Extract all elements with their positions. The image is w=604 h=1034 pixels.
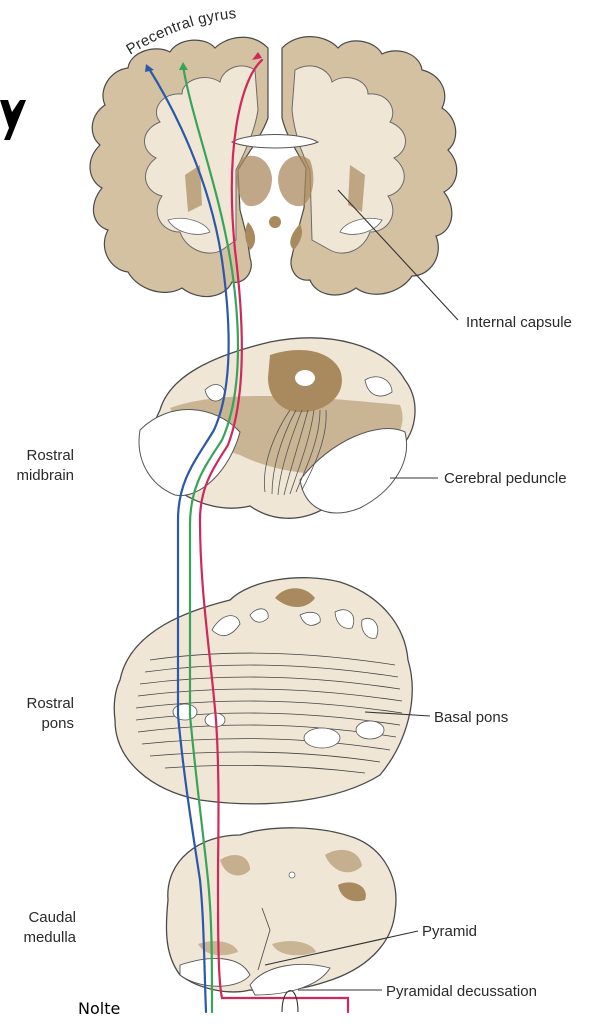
- midbrain-fiber-fan: [264, 409, 327, 496]
- mammillary-body: [269, 216, 281, 228]
- rostral-midbrain-section: [138, 337, 416, 519]
- tract-green: [181, 64, 240, 1014]
- pons-outline: [113, 577, 413, 805]
- pons-tegmentum: [275, 588, 315, 608]
- blue-arrowhead: [145, 64, 154, 72]
- tract-red: [198, 58, 350, 1014]
- left-insula-shadow: [167, 217, 211, 235]
- right-thalamus: [278, 155, 314, 207]
- midbrain-slit-right: [364, 376, 393, 397]
- right-insula-shadow: [339, 217, 383, 235]
- pons-bundle-left: [172, 703, 198, 721]
- red-arrowhead: [252, 52, 262, 60]
- label-cerebral-peduncle: Cerebral peduncle: [444, 470, 567, 487]
- label-caudal-medulla-line1: Caudal: [28, 909, 76, 926]
- coronal-brain-section: [89, 36, 458, 298]
- credit-nolte: Nolte: [78, 999, 120, 1018]
- medulla-lateral-nucleus: [338, 882, 366, 902]
- central-canal: [288, 871, 296, 879]
- green-arrowhead: [179, 62, 188, 70]
- pyramid-right-white: [249, 963, 331, 996]
- leader-internal-capsule: [337, 189, 459, 321]
- decussation-loop: [281, 990, 299, 1013]
- transverse-pontine-fibers: [135, 652, 403, 774]
- right-peduncle-white: [299, 428, 407, 514]
- leader-basal-pons: [364, 711, 431, 717]
- label-rostral-pons-line1: Rostral: [26, 695, 74, 712]
- caudal-medulla-section: [165, 827, 397, 996]
- medulla-dorsal-nucleus-right: [325, 849, 362, 873]
- medulla-dorsal-nucleus-left: [220, 855, 250, 876]
- right-putamen: [348, 165, 365, 212]
- left-putamen: [185, 165, 202, 212]
- partial-slide-glyph: [0, 100, 26, 140]
- right-white-matter: [291, 65, 406, 254]
- medulla-lower-nucleus-right: [272, 941, 316, 956]
- label-pyramidal-decussation: Pyramidal decussation: [386, 983, 537, 1000]
- label-internal-capsule: Internal capsule: [466, 314, 572, 331]
- pyramid-left-white: [179, 957, 251, 987]
- left-thalamus: [236, 155, 272, 207]
- label-rostral-midbrain-line1: Rostral: [26, 447, 74, 464]
- right-hippocampus: [290, 224, 302, 250]
- rostral-pons-section: [113, 577, 413, 805]
- label-caudal-medulla-line2: medulla: [23, 929, 76, 946]
- corpus-callosum: [230, 134, 320, 149]
- cerebral-aqueduct: [295, 370, 315, 386]
- tract-blue: [146, 65, 230, 1014]
- pons-bundle-far-right: [355, 720, 385, 740]
- label-pyramid: Pyramid: [422, 923, 477, 940]
- leader-pyramid: [264, 930, 419, 966]
- pons-slits: [211, 608, 379, 639]
- ventral-fissure: [257, 907, 271, 971]
- label-basal-pons: Basal pons: [434, 709, 508, 726]
- left-peduncle-white: [138, 409, 241, 497]
- label-rostral-pons-line2: pons: [41, 715, 74, 732]
- corticospinal-tracts: [145, 52, 350, 1014]
- left-hippocampus: [245, 222, 256, 250]
- pons-bundle-right: [303, 727, 341, 749]
- label-rostral-midbrain-line2: midbrain: [16, 467, 74, 484]
